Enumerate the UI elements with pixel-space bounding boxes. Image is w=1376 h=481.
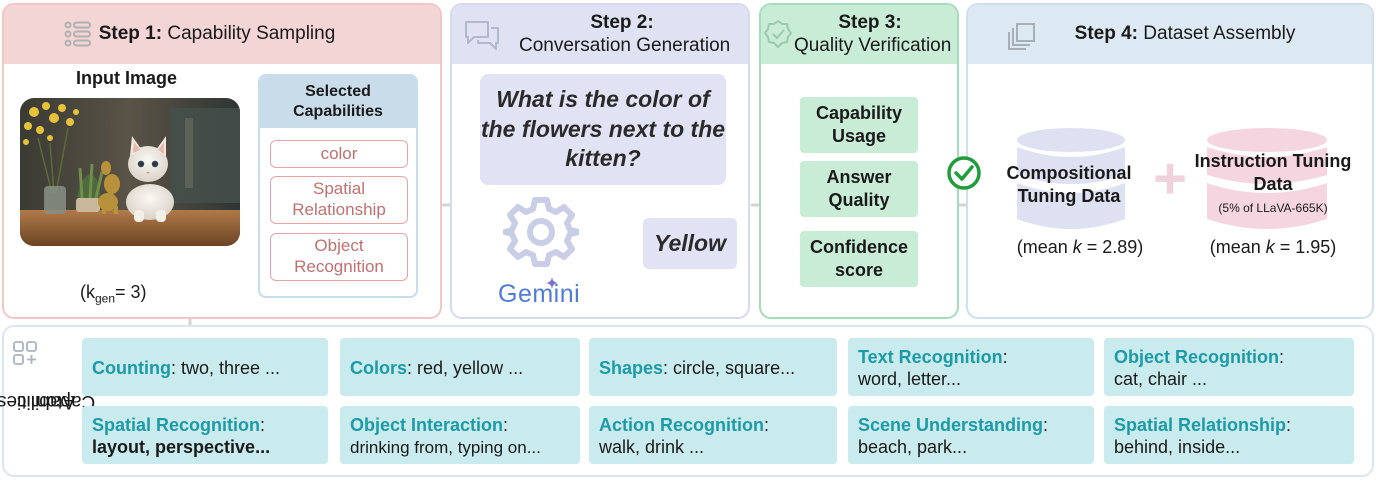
capability-name: Object Recognition — [1114, 346, 1280, 367]
gear-icon — [502, 194, 582, 275]
kitten-photo — [20, 98, 240, 246]
capability-examples: beach, park... — [858, 437, 968, 457]
step3-header: Step 3: Quality Verification — [761, 5, 957, 64]
step4-title-bold: Step 4: — [1074, 23, 1138, 45]
atomic-capability-card: Colors: red, yellow ... — [340, 338, 580, 396]
stack-icon — [1008, 22, 1036, 57]
capability-name: Counting — [92, 357, 171, 378]
instruction-data-label: Instruction Tuning Data (5% of LLaVA-665… — [1180, 150, 1366, 218]
k-symbol: k — [1072, 237, 1082, 257]
step2-title: Conversation Generation — [513, 34, 731, 56]
capability-name: Action Recognition — [599, 414, 764, 435]
verification-check: Capability Usage — [800, 97, 918, 153]
sparkle-icon — [546, 276, 558, 294]
gemini-label: Gemini — [498, 280, 581, 308]
verification-check: Answer Quality — [800, 161, 918, 217]
capability-examples: red, yellow ... — [417, 357, 524, 378]
instruction-data-title: Instruction Tuning Data — [1194, 151, 1352, 194]
atomic-label-line2: Capabilities — [0, 390, 96, 412]
compositional-mean-k: (mean k = 2.89) — [1016, 237, 1144, 257]
k-gen-value: (kgen= 3) — [80, 282, 147, 306]
k-gen-suffix: = 3) — [115, 282, 147, 302]
atomic-capability-card: Text Recognition: word, letter... — [848, 338, 1094, 396]
atomic-capability-card: Object Recognition: cat, chair ... — [1104, 338, 1354, 396]
capability-name: Object Interaction — [350, 415, 504, 436]
step1-title: Capability Sampling — [162, 23, 336, 45]
step2-header: Step 2: Conversation Generation — [452, 5, 748, 64]
selected-capabilities-box: Selected Capabilities color Spatial Rela… — [258, 74, 418, 298]
atomic-capability-card: Scene Understanding: beach, park... — [848, 406, 1094, 464]
k-gen-prefix: (k — [80, 282, 95, 302]
generated-question: What is the color of the flowers next to… — [480, 74, 726, 185]
atomic-capability-card: Spatial Relationship: behind, inside... — [1104, 406, 1354, 464]
step3-title: Quality Verification — [788, 34, 952, 56]
capability-examples: two, three ... — [181, 357, 281, 378]
verification-check: Confidence score — [800, 231, 918, 287]
capability-examples: word, letter... — [858, 369, 962, 389]
step3-title-bold: Step 3: — [838, 11, 902, 33]
instruction-mean-k: (mean k = 1.95) — [1209, 237, 1337, 257]
capability-name: Shapes — [599, 357, 664, 378]
input-image-title: Input Image — [76, 68, 178, 88]
step4-header: Step 4: Dataset Assembly — [968, 5, 1372, 64]
k-gen-subscript: gen — [95, 291, 116, 306]
selected-capability: color — [270, 140, 408, 168]
capability-examples: circle, square... — [673, 357, 796, 378]
list-icon — [64, 21, 92, 54]
chat-icon — [464, 19, 500, 58]
capabilities-grid-icon — [12, 340, 38, 371]
check-circle-icon — [946, 155, 982, 196]
selected-capability: Spatial Relationship — [270, 176, 408, 224]
step2-title-bold: Step 2: — [590, 11, 654, 33]
capability-examples: walk, drink ... — [599, 437, 705, 457]
generated-answer: Yellow — [643, 218, 737, 269]
capability-examples: behind, inside... — [1114, 437, 1241, 457]
selected-capability: Object Recognition — [270, 233, 408, 281]
database-icon — [1015, 127, 1127, 244]
compositional-data-label: Compositional Tuning Data — [1006, 163, 1132, 206]
capability-name: Scene Understanding — [858, 414, 1044, 435]
step4-title: Dataset Assembly — [1138, 23, 1296, 45]
atomic-capability-card: Action Recognition: walk, drink ... — [589, 406, 837, 464]
gemini-logo: Gemini — [498, 280, 580, 309]
atomic-capability-card: Object Interaction: drinking from, typin… — [340, 406, 580, 464]
atomic-capability-card: Counting: two, three ... — [82, 338, 328, 396]
verified-badge-icon — [763, 19, 793, 56]
atomic-capability-card: Shapes: circle, square... — [589, 338, 837, 396]
k-symbol: k — [1265, 237, 1275, 257]
capability-examples: drinking from, typing on... — [350, 437, 541, 457]
step1-title-bold: Step 1: — [98, 23, 163, 45]
capability-examples: layout, perspective... — [92, 437, 271, 457]
atomic-capability-card: Spatial Recognition: layout, perspective… — [82, 406, 328, 464]
selected-capabilities-title: Selected Capabilities — [260, 76, 416, 128]
instruction-data-source: (5% of LLaVA-665K) — [1218, 201, 1328, 215]
capability-name: Colors — [350, 357, 408, 378]
capability-name: Text Recognition — [858, 346, 1003, 367]
plus-sign: + — [1153, 146, 1187, 211]
database-icon — [1205, 127, 1329, 244]
capability-name: Spatial Recognition — [92, 414, 261, 435]
capability-examples: cat, chair ... — [1114, 369, 1208, 389]
step1-header: Step 1: Capability Sampling — [4, 5, 440, 64]
capability-name: Spatial Relationship — [1114, 414, 1287, 435]
